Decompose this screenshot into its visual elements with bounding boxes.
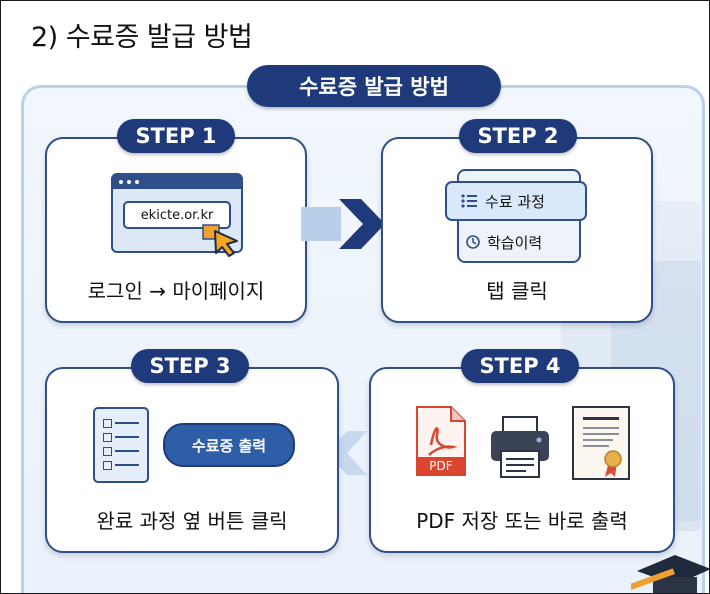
cursor-hand-icon (202, 224, 238, 257)
history-icon (466, 235, 480, 249)
pdf-label: PDF (429, 459, 452, 473)
print-certificate-button[interactable]: 수료증 출력 (163, 423, 295, 467)
tab-learning-history[interactable]: 학습이력 (459, 227, 571, 257)
step-3-caption: 완료 과정 옆 버튼 클릭 (96, 509, 288, 533)
list-icon (461, 194, 477, 208)
certificate-icon (572, 406, 630, 480)
panel-title: 수료증 발급 방법 (247, 65, 501, 107)
arrow-right-icon (301, 199, 385, 249)
step-3-badge: STEP 3 (131, 349, 249, 383)
step-1-caption: 로그인 → 마이페이지 (87, 279, 265, 303)
page-heading: 2) 수료증 발급 방법 (31, 22, 253, 53)
step-4-caption: PDF 저장 또는 바로 출력 (416, 509, 628, 533)
graduation-cap-icon (631, 555, 709, 593)
tab-completed-courses[interactable]: 수료 과정 (445, 181, 587, 221)
tab-history-label: 학습이력 (487, 233, 543, 252)
pdf-icon: PDF (416, 406, 466, 476)
step-4-badge: STEP 4 (461, 349, 579, 383)
checklist-icon (93, 407, 149, 483)
step-2-caption: 탭 클릭 (486, 279, 548, 303)
tab-completed-label: 수료 과정 (485, 192, 545, 211)
step-2-badge: STEP 2 (459, 119, 577, 153)
printer-icon (491, 416, 549, 478)
step-1-badge: STEP 1 (117, 119, 235, 153)
